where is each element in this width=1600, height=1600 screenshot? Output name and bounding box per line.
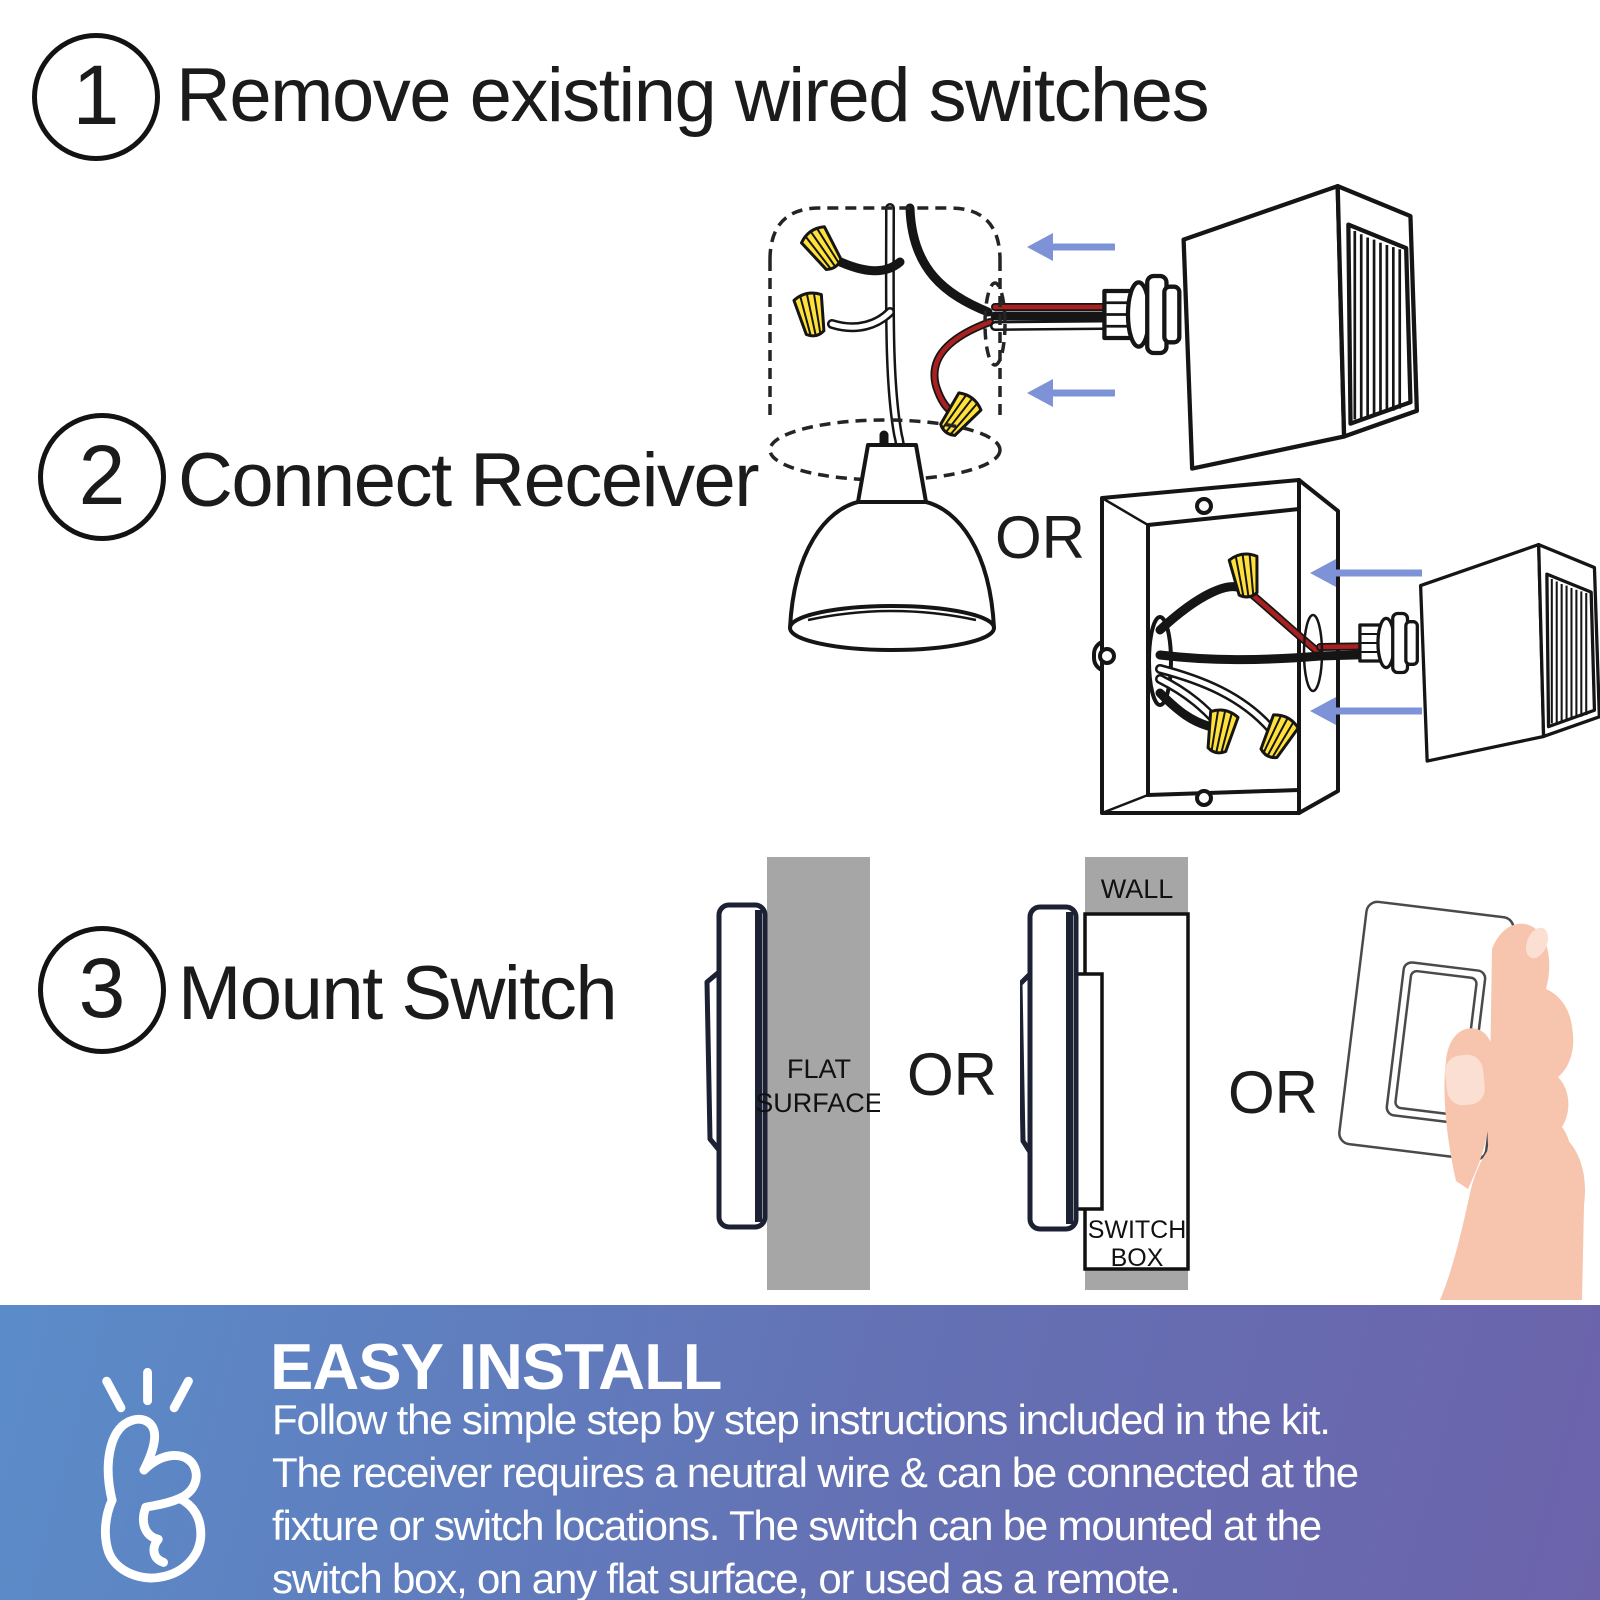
- banner-heading: EASY INSTALL: [270, 1330, 722, 1403]
- switch-box-illustration: [1092, 478, 1340, 815]
- step-3-number: 3: [78, 941, 126, 1035]
- flat-surface-label-line1: FLAT: [787, 1054, 851, 1084]
- snap-fingers-icon: [100, 1367, 206, 1583]
- handheld-remote-illustration: [1338, 900, 1586, 1300]
- receiver-illustration: [1102, 183, 1420, 471]
- switch-box-receiver-diagram: [1092, 478, 1600, 815]
- wall-label: WALL: [1101, 874, 1174, 904]
- wire-nut: [1227, 552, 1259, 599]
- banner-body-line: The receiver requires a neutral wire & c…: [272, 1449, 1359, 1496]
- wire-nut: [1259, 713, 1300, 760]
- banner-body-line: Follow the simple step by step instructi…: [272, 1396, 1331, 1443]
- arrow-left-icon: [1310, 559, 1422, 587]
- step-3-badge: 3: [38, 926, 166, 1054]
- step-2-badge: 2: [38, 413, 166, 541]
- ceiling-fixture-receiver-diagram: [768, 183, 1420, 652]
- easy-install-banner: EASY INSTALL Follow the simple step by s…: [0, 1305, 1600, 1600]
- fixture-wires: [827, 203, 1107, 475]
- switch-side-view: [704, 902, 768, 1230]
- arrow-left-icon: [1027, 379, 1115, 407]
- or-connector: OR: [1228, 1059, 1318, 1126]
- wire-nut: [792, 291, 826, 338]
- or-connector: OR: [907, 1041, 997, 1108]
- arrow-left-icon: [1310, 697, 1422, 725]
- flat-surface-label-line2: SURFACE: [755, 1088, 880, 1118]
- wire-nut: [799, 225, 843, 271]
- step-1-badge: 1: [32, 33, 160, 161]
- switch-box-label-line2: BOX: [1111, 1244, 1164, 1272]
- step-2-number: 2: [78, 428, 126, 522]
- pendant-lamp-illustration: [788, 443, 996, 652]
- switch-side-view: [1020, 904, 1079, 1232]
- flat-surface-bar: [767, 857, 870, 1290]
- banner-body: Follow the simple step by step instructi…: [272, 1393, 1359, 1600]
- step-1-number: 1: [72, 48, 120, 142]
- thumb-nail: [1445, 1054, 1485, 1106]
- step-2-title: Connect Receiver: [178, 438, 760, 523]
- switch-box-label-line1: SWITCH: [1088, 1216, 1187, 1244]
- hand-holding-remote: [1440, 923, 1586, 1300]
- step-3-title: Mount Switch: [178, 951, 618, 1036]
- or-connector: OR: [995, 504, 1085, 571]
- wall-mount-diagram: WALL SWITCH BOX: [1020, 857, 1190, 1290]
- canopy-dashed-outline: [768, 206, 1007, 482]
- banner-body-line: fixture or switch locations. The switch …: [272, 1502, 1322, 1549]
- receiver-illustration: [1358, 542, 1600, 763]
- wire-nut: [1206, 708, 1240, 755]
- arrow-left-icon: [1027, 233, 1115, 261]
- flat-surface-mount-diagram: FLAT SURFACE: [704, 857, 880, 1290]
- step-1-title: Remove existing wired switches: [176, 53, 1210, 138]
- banner-body-line: switch box, on any flat surface, or used…: [272, 1555, 1181, 1600]
